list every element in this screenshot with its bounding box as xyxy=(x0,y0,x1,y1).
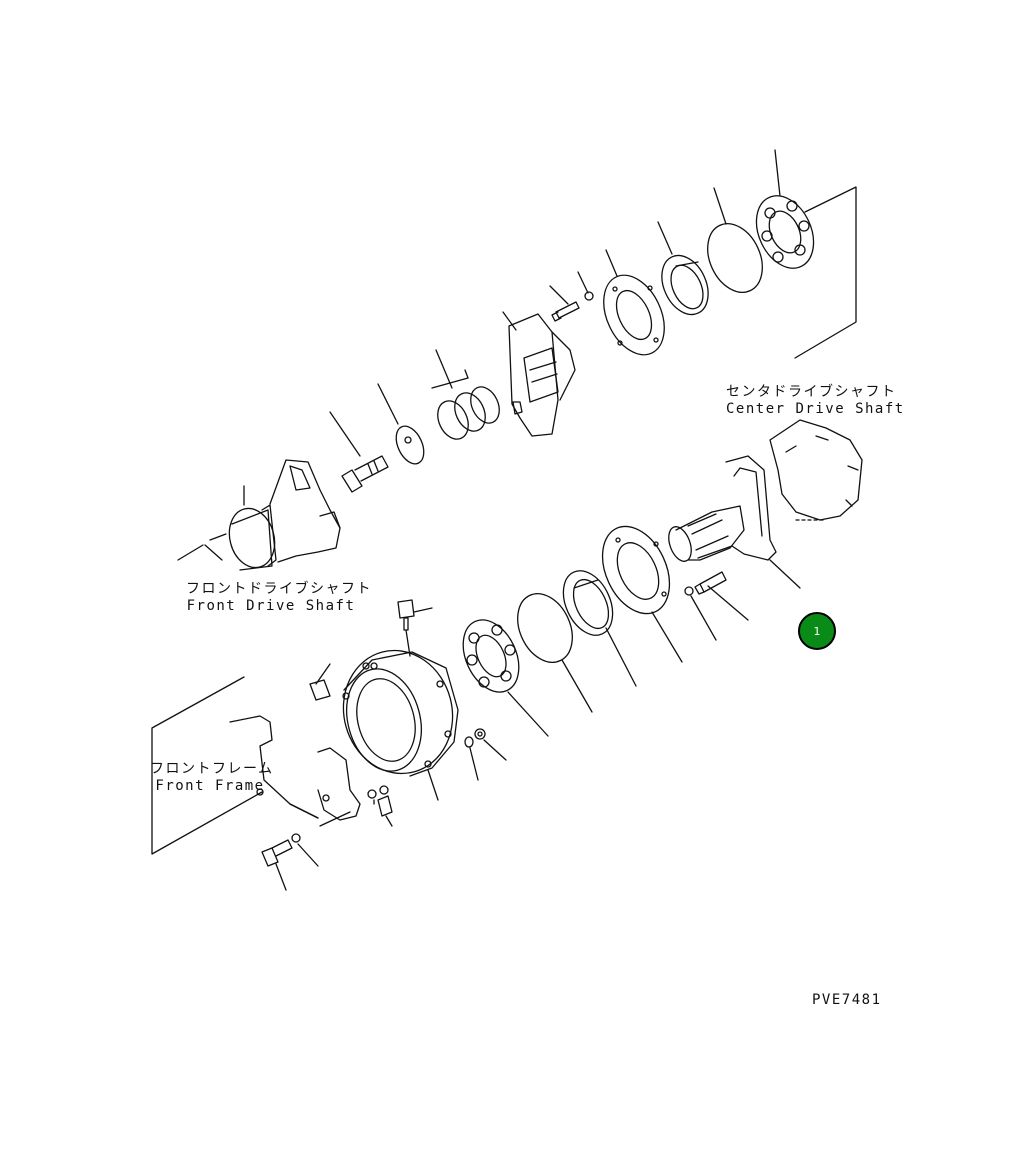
grease-fitting-top xyxy=(398,600,432,656)
upper-bearing-cage xyxy=(745,150,824,277)
front-drive-shaft-end xyxy=(178,460,340,573)
main-housing xyxy=(330,638,466,800)
upper-group-bracket xyxy=(795,187,856,358)
upper-washer-disc xyxy=(378,384,429,468)
center-drive-shaft-flange xyxy=(770,420,862,520)
drawing-number: PVE7481 xyxy=(812,992,882,1008)
front-drive-shaft-label-en: Front Drive Shaft xyxy=(186,598,356,614)
upper-bearing-race xyxy=(653,222,717,322)
lower-seal-cover xyxy=(589,516,682,662)
upper-yoke-flange xyxy=(503,312,575,436)
lower-o-ring xyxy=(507,585,592,712)
upper-o-ring xyxy=(697,188,773,301)
lower-right-bolt xyxy=(685,572,748,640)
front-frame-label-en: Front Frame xyxy=(155,778,265,794)
upper-seal-cover xyxy=(592,250,676,364)
front-frame-bracket xyxy=(152,677,360,854)
lower-small-parts xyxy=(368,786,392,826)
front-drive-shaft-label-jp: フロントドライブシャフト xyxy=(186,581,372,597)
center-drive-shaft-label-jp: センタドライブシャフト xyxy=(726,384,897,400)
upper-small-bolt xyxy=(550,272,593,321)
upper-snap-rings xyxy=(432,350,505,444)
center-drive-shaft-label-en: Center Drive Shaft xyxy=(726,401,905,417)
lower-left-bolt xyxy=(262,834,318,890)
callout-badge-1[interactable]: 1 xyxy=(798,612,836,650)
front-frame-label-jp: フロントフレーム xyxy=(150,761,274,777)
grease-fitting-left xyxy=(310,664,330,700)
lower-bearing-cage xyxy=(452,611,548,736)
lower-bearing-race xyxy=(554,563,636,686)
upper-large-bolt xyxy=(330,412,388,492)
center-drive-shaft-spline xyxy=(664,456,800,588)
lower-nut-washer xyxy=(465,729,506,780)
